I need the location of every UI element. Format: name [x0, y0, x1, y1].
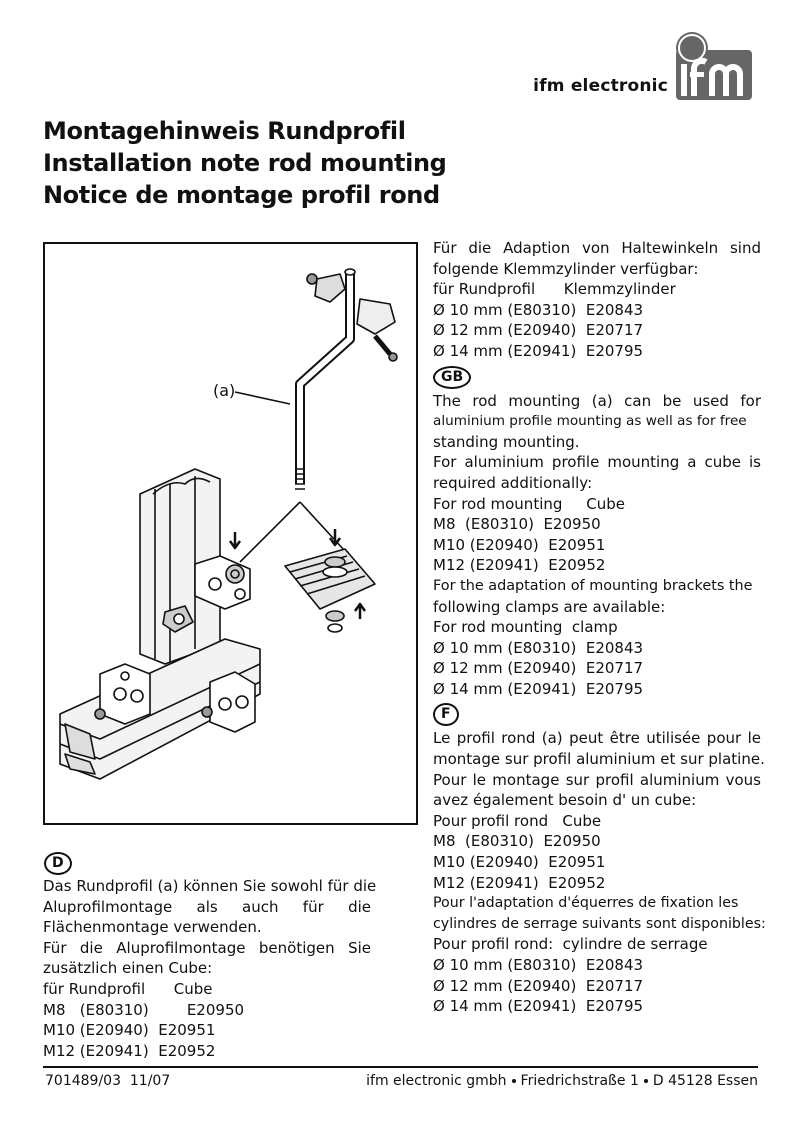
english-line: For rod mounting Cube [433, 494, 625, 513]
german-cont-line: Für die Adaption von Haltewinkeln sind [433, 239, 761, 257]
german-cont-line: Ø 10 mm (E80310) E20843 [433, 300, 644, 319]
english-line: M12 (E20941) E20952 [433, 556, 606, 575]
french-line: montage sur profil aluminium et sur plat… [433, 750, 765, 769]
german-cont-line: folgende Klemmzylinder verfügbar: [433, 259, 699, 278]
english-line: aluminium profile mounting as well as fo… [433, 413, 747, 430]
english-line: For the adaptation of mounting brackets … [433, 577, 753, 594]
figure-label-a: (a) [213, 381, 235, 400]
language-badge-d: D [44, 852, 72, 875]
german-line: M12 (E20941) E20952 [43, 1041, 216, 1060]
german-text: Das Rundprofil (a) können Sie sowohl für… [43, 876, 377, 1061]
footer-divider [43, 1066, 758, 1068]
german-line: Das Rundprofil (a) können Sie sowohl für… [43, 877, 377, 895]
english-line: The rod mounting (a) can be used for [433, 391, 761, 410]
french-line: Pour profil rond: cylindre de serrage [433, 935, 708, 954]
ifm-logo [672, 30, 756, 114]
company-name: ifm electronic [533, 76, 668, 96]
english-line: Ø 10 mm (E80310) E20843 [433, 638, 644, 657]
installation-figure: (a) [43, 242, 418, 825]
language-badge-gb: GB [433, 365, 472, 389]
title-french: Notice de montage profil rond [43, 181, 440, 209]
german-line: Aluprofilmontage als auch für die [43, 897, 371, 916]
french-line: cylindres de serrage suivants sont dispo… [433, 915, 766, 932]
french-line: Pour profil rond Cube [433, 811, 602, 830]
german-line: M10 (E20940) E20951 [43, 1021, 216, 1040]
french-line: Ø 10 mm (E80310) E20843 [433, 956, 644, 974]
french-line: Pour l'adaptation d'équerres de fixation… [433, 895, 739, 912]
french-line: avez également besoin d' un cube: [433, 791, 697, 810]
footer-city: D 45128 Essen [652, 1073, 758, 1089]
german-cont-line: Ø 14 mm (E20941) E20795 [433, 341, 644, 360]
title-german: Montagehinweis Rundprofil [43, 117, 406, 145]
french-line: Ø 12 mm (E20940) E20717 [433, 976, 644, 995]
footer-company: ifm electronic gmbh [366, 1073, 507, 1089]
right-text-column: Für die Adaption von Haltewinkeln sind f… [433, 238, 766, 1017]
language-badge-f: F [433, 703, 459, 727]
document-number: 701489/03 11/07 [45, 1073, 171, 1089]
english-line: standing mounting. [433, 432, 580, 451]
english-line: For rod mounting clamp [433, 618, 618, 637]
title-english: Installation note rod mounting [43, 149, 447, 177]
french-line: M10 (E20940) E20951 [433, 853, 606, 872]
french-line: Ø 14 mm (E20941) E20795 [433, 997, 644, 1016]
english-line: For aluminium profile mounting a cube is [433, 453, 761, 472]
footer-address: ifm electronic gmbh Friedrichstraße 1 D 45… [366, 1073, 758, 1089]
german-cont-line: für Rundprofil Klemmzylinder [433, 280, 676, 299]
english-line: following clamps are available: [433, 597, 666, 616]
french-line: Pour le montage sur profil aluminium vou… [433, 770, 761, 789]
french-line: M8 (E80310) E20950 [433, 832, 601, 851]
english-line: M10 (E20940) E20951 [433, 535, 606, 554]
bullet-icon [511, 1079, 516, 1083]
german-line: Für die Aluprofilmontage benötigen Sie [43, 938, 371, 957]
bullet-icon [643, 1079, 648, 1083]
french-line: M12 (E20941) E20952 [433, 873, 606, 892]
mounting-illustration: (a) [59, 268, 398, 780]
german-line: für Rundprofil Cube [43, 979, 213, 998]
title-block: Montagehinweis Rundprofil Installation n… [43, 115, 447, 211]
german-cont-line: Ø 12 mm (E20940) E20717 [433, 321, 644, 340]
english-line: required additionally: [433, 473, 593, 492]
german-line: zusätzlich einen Cube: [43, 959, 213, 978]
english-line: M8 (E80310) E20950 [433, 515, 601, 534]
french-line: Le profil rond (a) peut être utilisée po… [433, 729, 761, 748]
english-line: Ø 14 mm (E20941) E20795 [433, 679, 644, 698]
english-line: Ø 12 mm (E20940) E20717 [433, 659, 644, 678]
footer-street: Friedrichstraße 1 [520, 1073, 639, 1089]
german-line: Flächenmontage verwenden. [43, 918, 262, 937]
german-line: M8 (E80310) E20950 [43, 1000, 245, 1019]
